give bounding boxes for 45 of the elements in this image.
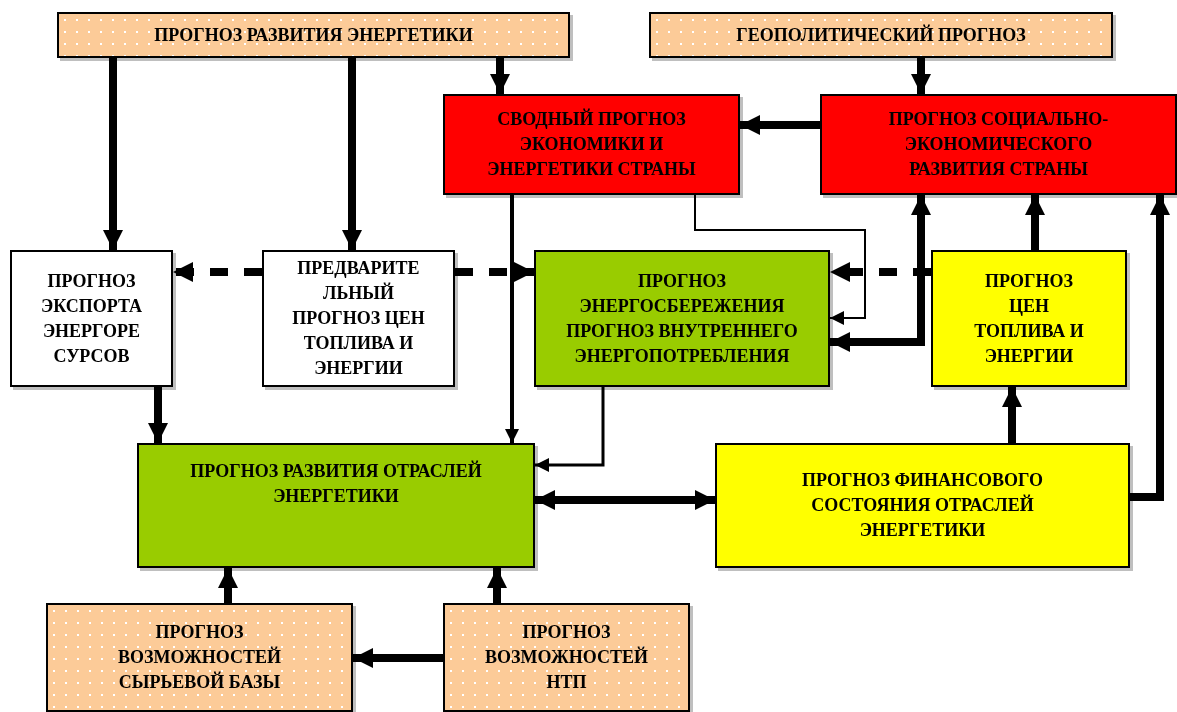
arrow	[455, 262, 534, 282]
box-text: ПРОГНОЗ СОЦИАЛЬНО-ЭКОНОМИЧЕСКОГО РАЗВИТИЯ СТРАНЫ	[887, 108, 1110, 181]
arrow	[830, 262, 931, 282]
arrow	[740, 115, 820, 135]
arrow	[342, 58, 362, 250]
box-text: ПРОГНОЗ РАЗВИТИЯ ЭНЕРГЕТИКИ	[154, 23, 473, 47]
summary-box	[820, 94, 1177, 195]
box-text: ПРЕДВАРИТЕ ЛЬНЫЙ ПРОГНОЗ ЦЕН ТОПЛИВА И ЭНЕРГИИ	[292, 257, 425, 380]
forecast-box	[649, 12, 1113, 58]
arrow	[148, 387, 168, 443]
forecast-box	[10, 250, 173, 387]
finance-box	[715, 443, 1130, 568]
forecast-box	[46, 603, 353, 712]
arrow	[173, 262, 262, 282]
arrow	[1130, 195, 1170, 501]
box-text: ПРОГНОЗ ЭКСПОРТА ЭНЕРГОРЕ СУРСОВ	[39, 269, 144, 368]
arrow	[694, 194, 866, 325]
arrow	[1025, 195, 1045, 250]
box-text: ПРОГНОЗ РАЗВИТИЯ ОТРАСЛЕЙ ЭНЕРГЕТИКИ	[189, 459, 483, 508]
box-text: ПРОГНОЗ ВОЗМОЖНОСТЕЙ НТП	[483, 621, 650, 694]
arrow	[487, 568, 507, 603]
forecast-box	[443, 603, 690, 712]
summary-box	[443, 94, 740, 195]
sector-box	[137, 443, 535, 568]
forecast-box	[57, 12, 570, 58]
arrow	[218, 568, 238, 603]
arrow	[535, 387, 605, 472]
arrow	[103, 58, 123, 250]
sector-box	[534, 250, 830, 387]
box-text: ГЕОПОЛИТИЧЕСКИЙ ПРОГНОЗ	[736, 23, 1026, 47]
arrow	[830, 195, 931, 352]
arrow	[490, 58, 510, 94]
arrow	[353, 648, 443, 668]
forecast-box	[262, 250, 455, 387]
box-text: ПРОГНОЗ ВОЗМОЖНОСТЕЙ СЫРЬЕВОЙ БАЗЫ	[116, 621, 283, 694]
box-text: ПРОГНОЗ ЭНЕРГОСБЕРЕЖЕНИЯ	[578, 269, 786, 318]
finance-box	[931, 250, 1127, 387]
box-text: ПРОГНОЗ ЦЕН ТОПЛИВА И ЭНЕРГИИ	[973, 269, 1085, 368]
box-text: ПРОГНОЗ ФИНАНСОВОГО СОСТОЯНИЯ ОТРАСЛЕЙ ЭНЕРГЕТИКИ	[801, 469, 1044, 542]
arrow	[535, 490, 715, 510]
box-text: ПРОГНОЗ ВНУТРЕННЕГО ЭНЕРГОПОТРЕБЛЕНИЯ	[565, 319, 799, 368]
arrow	[1002, 387, 1022, 443]
arrow	[911, 58, 931, 94]
arrow	[505, 195, 519, 443]
box-text: СВОДНЫЙ ПРОГНОЗ ЭКОНОМИКИ И ЭНЕРГЕТИКИ СТРАНЫ	[486, 107, 697, 181]
